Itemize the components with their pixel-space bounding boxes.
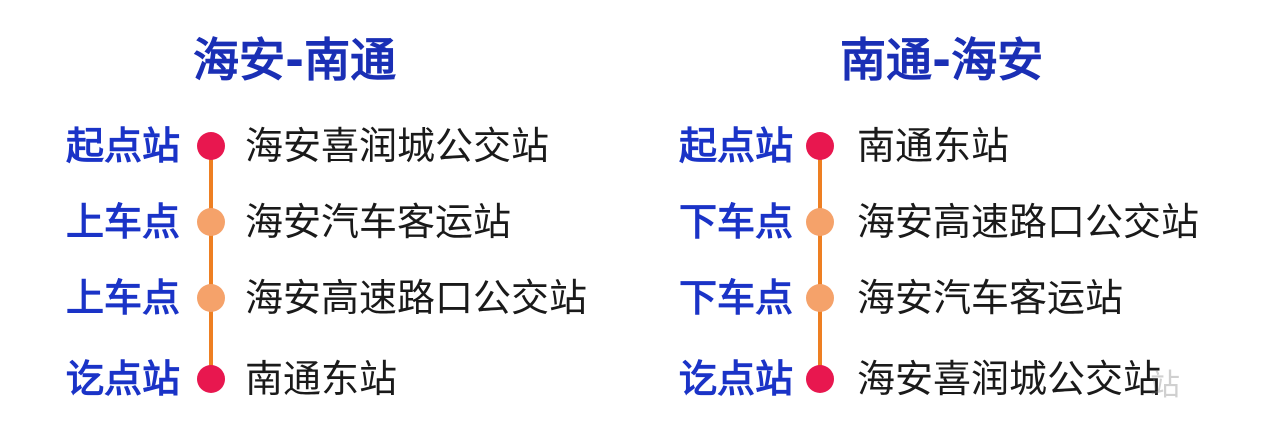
stop-type-label: 起点站	[65, 124, 180, 168]
route-hai-an-to-nantong: 海安-南通 起点站 海安喜润城公交站 上车点 海安汽车客运站 上车点 海安高速路…	[65, 33, 588, 401]
stop-name: 海安汽车客运站	[245, 200, 512, 244]
stop-name: 南通东站	[245, 357, 398, 401]
route-line	[818, 145, 822, 381]
stop-type-label: 下车点	[678, 200, 793, 244]
route-title: 南通-海安	[840, 33, 1044, 87]
route-nantong-to-hai-an: 南通-海安 起点站 南通东站 下车点 海安高速路口公交站 下车点 海安汽车客运站…	[640, 0, 1280, 437]
stop-name: 海安喜润城公交站	[857, 357, 1162, 401]
stop-name: 海安喜润城公交站	[245, 124, 550, 168]
stop-type-label: 上车点	[65, 200, 180, 244]
route-title: 海安-南通	[193, 33, 397, 87]
mid-dot-icon	[197, 208, 225, 236]
stop-type-label: 下车点	[678, 276, 793, 320]
route-line	[209, 145, 213, 381]
stop-name: 海安高速路口公交站	[857, 200, 1200, 244]
endpoint-dot-icon	[197, 365, 225, 393]
mid-dot-icon	[197, 284, 225, 312]
stop-type-label: 起点站	[678, 124, 793, 168]
stop-name: 海安高速路口公交站	[245, 276, 588, 320]
endpoint-dot-icon	[806, 365, 834, 393]
stop-type-label: 上车点	[65, 276, 180, 320]
mid-dot-icon	[806, 284, 834, 312]
endpoint-dot-icon	[197, 132, 225, 160]
watermark: 站	[1150, 368, 1180, 403]
mid-dot-icon	[806, 208, 834, 236]
stop-type-label: 讫点站	[65, 357, 180, 401]
stop-type-label: 讫点站	[678, 357, 793, 401]
endpoint-dot-icon	[806, 132, 834, 160]
stop-name: 南通东站	[857, 124, 1010, 168]
stop-name: 海安汽车客运站	[857, 276, 1124, 320]
